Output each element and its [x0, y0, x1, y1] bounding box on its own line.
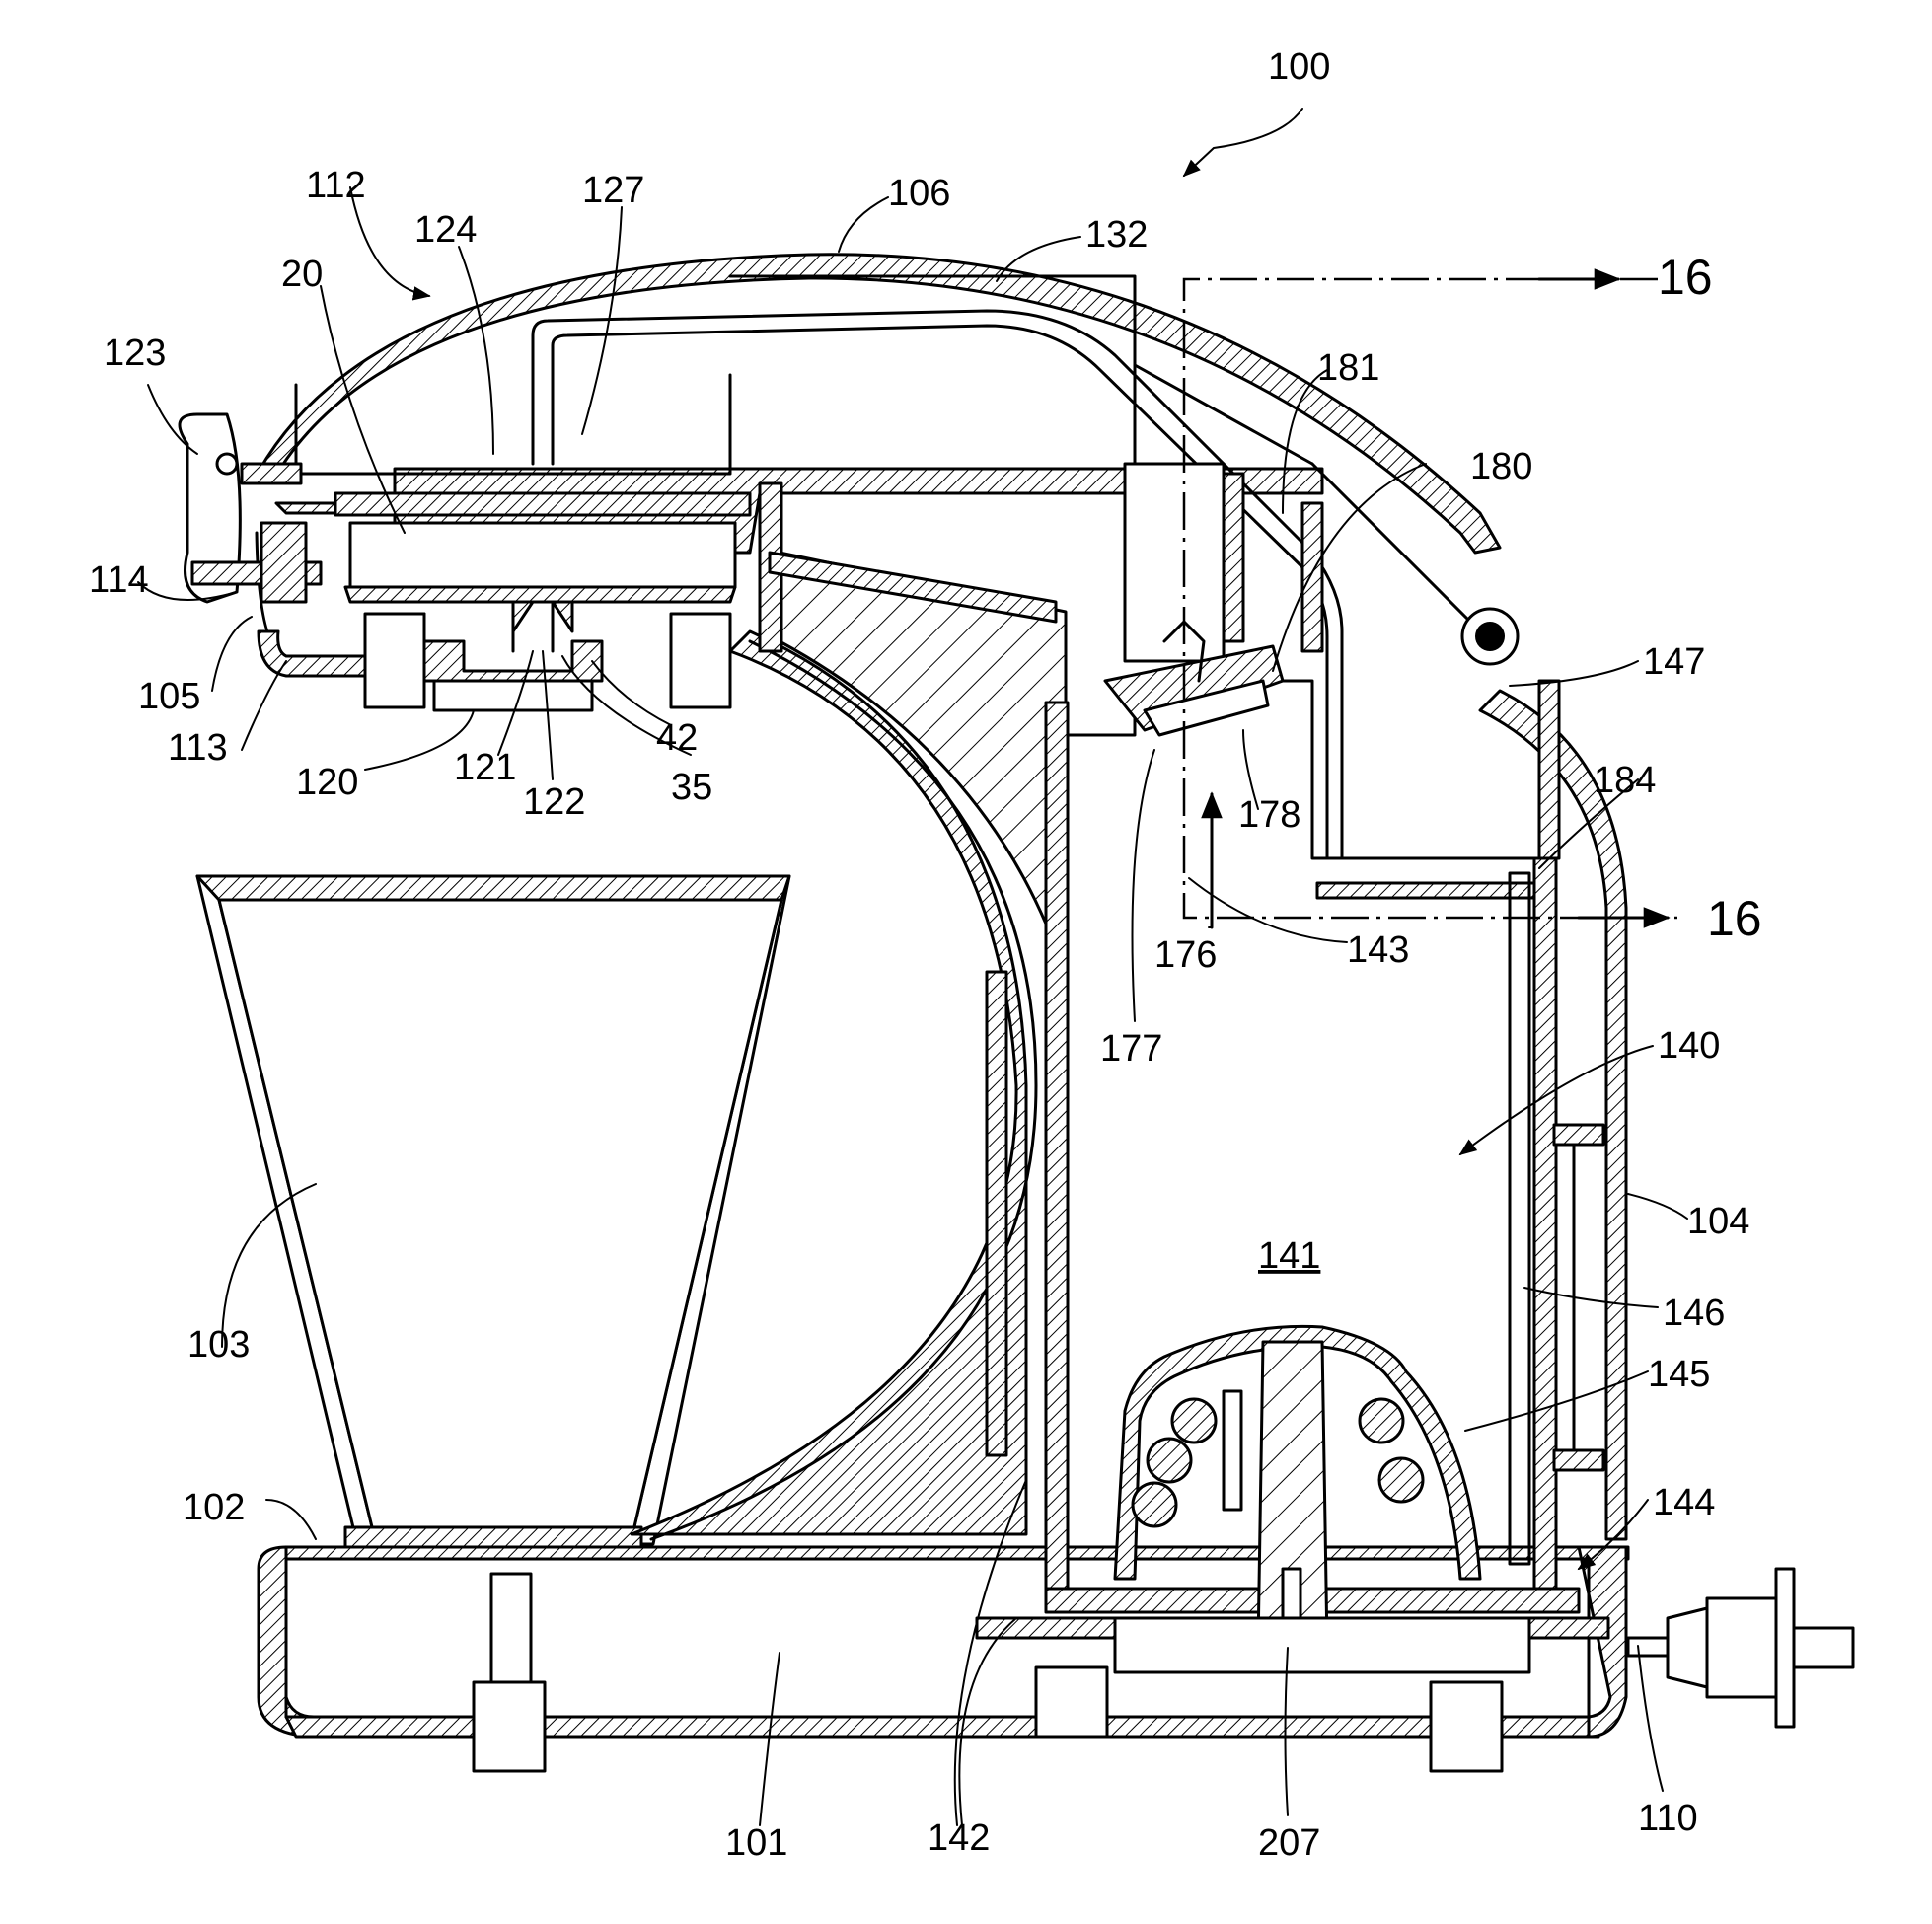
label-141: 141 [1258, 1235, 1320, 1277]
brew-head [255, 274, 1324, 712]
label-113: 113 [168, 727, 228, 769]
label-103: 103 [187, 1324, 250, 1366]
cup [195, 874, 791, 1549]
label-112: 112 [306, 165, 366, 206]
label-122: 122 [523, 781, 585, 823]
label-143: 143 [1347, 929, 1409, 971]
label-140: 140 [1658, 1025, 1720, 1067]
label-35: 35 [671, 767, 712, 808]
label-181: 181 [1317, 347, 1379, 389]
label-207: 207 [1258, 1822, 1320, 1864]
label-101: 101 [725, 1822, 787, 1864]
section-line [1182, 268, 1677, 928]
label-121: 121 [454, 747, 516, 788]
reference-labels: 100 106 132 127 112 124 20 123 114 105 1… [89, 46, 1762, 1864]
label-178: 178 [1238, 794, 1300, 836]
label-106: 106 [888, 173, 950, 214]
label-102: 102 [183, 1487, 245, 1528]
latch-knob [178, 412, 323, 604]
label-110: 110 [1638, 1798, 1698, 1839]
label-114: 114 [89, 559, 149, 601]
label-104: 104 [1687, 1201, 1749, 1242]
label-144: 144 [1653, 1482, 1715, 1523]
label-120: 120 [296, 762, 358, 803]
leader-lines [137, 108, 1688, 1826]
hinge-pin [1460, 607, 1520, 666]
label-142: 142 [928, 1817, 990, 1859]
power-connector [1626, 1567, 1855, 1729]
section-mark-16-top: 16 [1658, 250, 1713, 305]
label-132: 132 [1085, 214, 1148, 256]
label-20: 20 [281, 254, 323, 295]
label-180: 180 [1470, 446, 1532, 487]
label-147: 147 [1643, 641, 1705, 683]
label-177: 177 [1100, 1028, 1162, 1070]
label-124: 124 [414, 209, 477, 251]
label-100: 100 [1268, 46, 1330, 88]
body-arc [630, 551, 1068, 1541]
label-123: 123 [104, 333, 166, 374]
label-42: 42 [656, 717, 698, 759]
pump-assembly [1113, 1324, 1531, 1674]
label-184: 184 [1594, 760, 1656, 801]
outer-shell [257, 253, 1628, 1541]
label-145: 145 [1648, 1354, 1710, 1395]
label-105: 105 [138, 676, 200, 717]
drip-valve [1103, 462, 1324, 737]
section-mark-16-bottom: 16 [1707, 891, 1762, 946]
label-127: 127 [582, 170, 644, 211]
label-176: 176 [1154, 934, 1217, 976]
label-146: 146 [1663, 1293, 1725, 1334]
